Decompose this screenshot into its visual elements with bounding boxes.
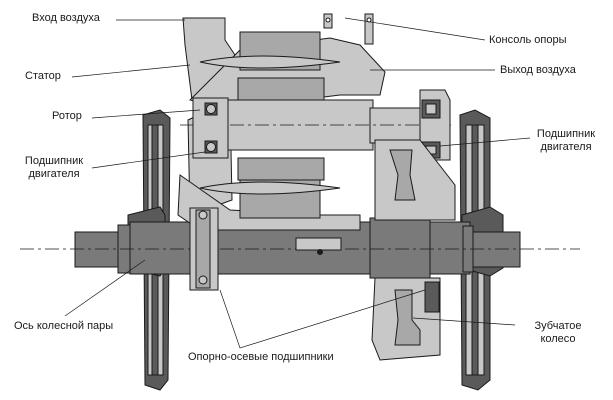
- label-rotor: Ротор: [52, 110, 82, 122]
- leader-motor-bearing-left: [91, 151, 206, 169]
- label-motor-bearing-right: Подшипник двигателя: [526, 128, 606, 154]
- support-bracket: [323, 13, 374, 45]
- label-gear-wheel: Зубчатое колесо: [518, 320, 598, 346]
- label-motor-bearing-right-line1: Подшипник: [536, 128, 596, 140]
- label-air-inlet: Вход воздуха: [32, 12, 100, 24]
- label-support-bracket: Консоль опоры: [489, 34, 567, 46]
- label-air-outlet: Выход воздуха: [500, 64, 576, 76]
- leader-axle-bearings: [219, 289, 426, 349]
- leader-gear-wheel: [412, 317, 516, 326]
- leader-stator: [71, 64, 191, 78]
- label-stator: Статор: [25, 70, 61, 82]
- leader-rotor: [91, 109, 201, 119]
- gear-wheel: [389, 149, 440, 346]
- label-motor-bearing-left-line2: двигателя: [28, 168, 80, 180]
- label-motor-bearing-left-line1: Подшипник: [24, 155, 84, 167]
- leader-support-bracket: [344, 17, 486, 41]
- label-wheelset-axle: Ось колесной пары: [14, 320, 114, 332]
- leader-axle: [64, 259, 146, 317]
- stator: [199, 31, 341, 219]
- label-axle-bearings: Опорно-осевые подшипники: [188, 351, 334, 363]
- speed-sensor: [295, 237, 342, 255]
- axle-support-bearings: [189, 207, 219, 291]
- right-motor-bearing: [419, 89, 451, 161]
- leader-motor-bearing-right: [439, 137, 531, 147]
- label-gear-wheel-line1: Зубчатое: [534, 320, 582, 332]
- left-motor-bearing: [192, 97, 229, 159]
- label-motor-bearing-left: Подшипник двигателя: [14, 155, 94, 181]
- label-motor-bearing-right-line2: двигателя: [540, 141, 592, 153]
- label-gear-wheel-line2: колесо: [540, 333, 576, 345]
